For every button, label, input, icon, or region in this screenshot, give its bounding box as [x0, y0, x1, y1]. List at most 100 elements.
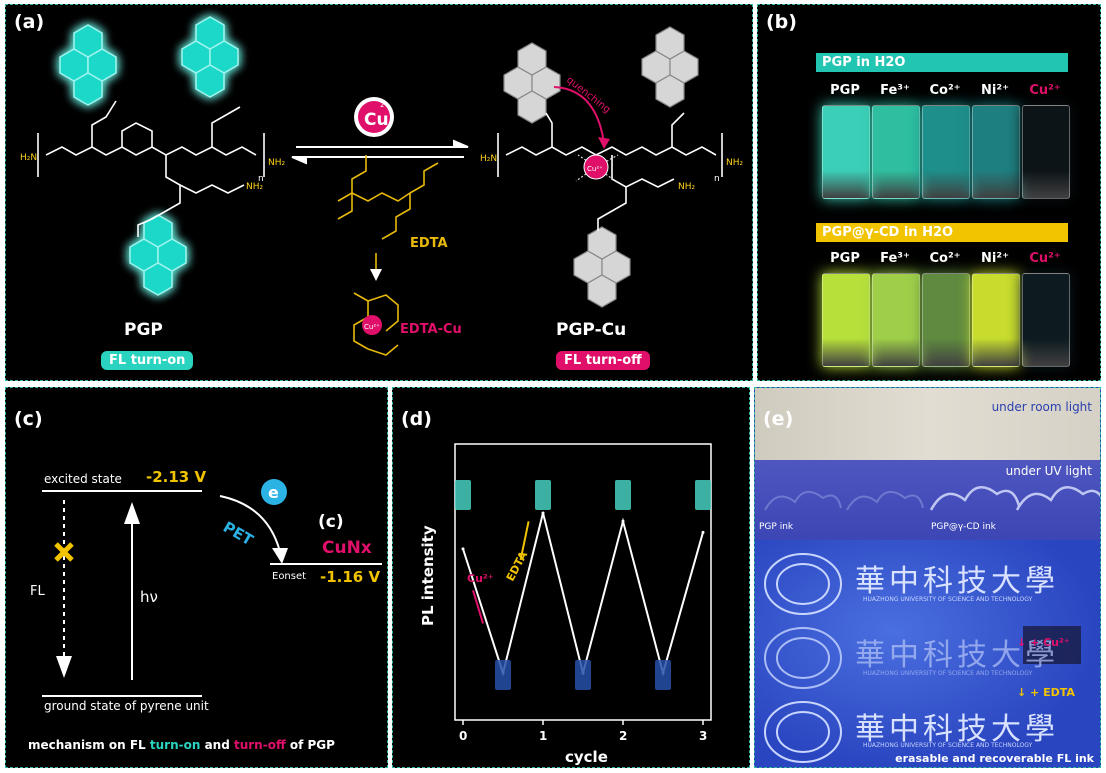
- univ-name-en-2: HUAZHONG UNIVERSITY OF SCIENCE AND TECHN…: [863, 670, 1033, 677]
- univ-name-cn-2: 華中科技大學: [855, 638, 1059, 673]
- svg-text:Cu: Cu: [364, 110, 389, 130]
- bottom-vial-4: [1022, 273, 1070, 367]
- svg-text:H₂N: H₂N: [480, 154, 497, 164]
- bottom-thumb-vial-0: [495, 660, 511, 690]
- x-tick-label-1: 1: [539, 729, 547, 743]
- bottom-label-3: Ni²⁺: [981, 251, 1009, 266]
- top-label-2: Co²⁺: [929, 83, 961, 98]
- uv-light-label: under UV light: [1005, 464, 1092, 478]
- svg-text:n: n: [714, 174, 720, 184]
- bottom-vial-3: [972, 273, 1020, 367]
- svg-text:Cu²⁺: Cu²⁺: [587, 165, 603, 173]
- quenching-arrow: [553, 86, 605, 144]
- ink-panel: [755, 540, 1100, 767]
- svg-text:EDTA: EDTA: [410, 236, 448, 251]
- svg-text:EDTA-Cu: EDTA-Cu: [400, 322, 462, 337]
- top-thumb-vial-0: [455, 480, 471, 510]
- plus-cu-text: + Cu²⁺: [1030, 636, 1070, 649]
- bottom-label-1: Fe³⁺: [880, 251, 910, 266]
- edta-arrow: [519, 521, 530, 561]
- bottom-vial-2: [922, 273, 970, 367]
- uv-light-strip: [755, 460, 1100, 540]
- pyrene-grey-1: [503, 42, 561, 124]
- mechanism-text-2: and: [200, 738, 234, 752]
- pl-point-2: [541, 511, 545, 515]
- panel-e: (e) under room light under UV light PGP …: [754, 387, 1101, 768]
- pgp-cu-backbone: [497, 112, 723, 231]
- bottom-thumb-vial-1: [575, 660, 591, 690]
- pgp-cu-name: PGP-Cu: [556, 320, 626, 340]
- eonset-voltage: -1.16 V: [320, 568, 381, 586]
- cu-center: [583, 154, 609, 180]
- top-label-1: Fe³⁺: [880, 83, 910, 98]
- pgp-ink-label: PGP ink: [759, 522, 794, 532]
- svg-text:2+: 2+: [380, 101, 390, 109]
- svg-text:NH₂: NH₂: [678, 182, 696, 192]
- mechanism-text-1: mechanism on FL: [28, 738, 150, 752]
- pgpcd-water-title: PGP@γ-CD in H2O: [816, 223, 1068, 242]
- svg-text:e: e: [268, 483, 279, 502]
- svg-text:H₂N: H₂N: [20, 153, 37, 163]
- pgp-backbone: [37, 100, 265, 237]
- cu-arrow: [472, 589, 484, 624]
- bottom-label-2: Co²⁺: [929, 251, 961, 266]
- panel-b-label: (b): [766, 11, 797, 33]
- top-vial-0: [822, 105, 870, 199]
- pl-point-6: [701, 530, 705, 534]
- top-vial-2: [922, 105, 970, 199]
- pyrene-glow-2: [181, 16, 239, 98]
- fl-turn-off-tag: FL turn-off: [556, 351, 650, 370]
- cu-annotation: Cu²⁺: [467, 572, 494, 585]
- top-label-0: PGP: [830, 83, 860, 98]
- plus-edta-text: + EDTA: [1030, 686, 1075, 699]
- edta-cu-complex: Cu²⁺: [353, 292, 399, 356]
- x-axis-label: cycle: [565, 748, 608, 766]
- x-tick-label-2: 2: [619, 729, 627, 743]
- bottom-vial-1: [872, 273, 920, 367]
- pgpcd-ink-label: PGP@γ-CD ink: [931, 522, 996, 532]
- top-label-3: Ni²⁺: [981, 83, 1009, 98]
- x-tick-label-3: 3: [699, 729, 707, 743]
- top-thumb-vial-3: [695, 480, 711, 510]
- x-tick-label-0: 0: [459, 729, 467, 743]
- univ-name-cn-1: 華中科技大學: [855, 564, 1059, 599]
- fl-turn-on-tag: FL turn-on: [101, 351, 194, 370]
- plus-edta-label: ↓ + EDTA: [1017, 686, 1075, 699]
- blocked-x-icon: [54, 542, 74, 562]
- ink-caption: erasable and recoverable FL ink: [895, 752, 1094, 765]
- edta-structure: [337, 155, 439, 271]
- univ-name-en-1: HUAZHONG UNIVERSITY OF SCIENCE AND TECHN…: [863, 596, 1033, 603]
- top-label-4: Cu²⁺: [1029, 83, 1061, 98]
- eonset-label: Eonset: [272, 571, 307, 582]
- pet-arrow: [219, 495, 281, 553]
- mechanism-text-3: of PGP: [285, 738, 335, 752]
- panel-c-label: (c): [14, 408, 43, 430]
- equilibrium-arrows: [291, 139, 469, 165]
- hv-label: hν: [140, 588, 158, 606]
- electron-icon: [261, 479, 287, 505]
- univ-name-cn-3: 華中科技大學: [855, 712, 1059, 747]
- bottom-vial-0: [822, 273, 870, 367]
- mechanism-caption: mechanism on FL turn-on and turn-off of …: [28, 738, 335, 752]
- top-vial-3: [972, 105, 1020, 199]
- svg-text:quenching: quenching: [564, 75, 612, 116]
- pyrene-grey-3: [573, 226, 631, 308]
- bottom-thumb-vial-2: [655, 660, 671, 690]
- room-light-label: under room light: [991, 400, 1092, 414]
- energy-diagram: e PET: [42, 479, 382, 697]
- svg-text:PET: PET: [220, 518, 257, 550]
- plus-cu-label: ↓ + Cu²⁺: [1017, 636, 1070, 649]
- svg-text:NH₂: NH₂: [726, 158, 744, 168]
- pyrene-grey-2: [641, 26, 699, 108]
- panel-d-label: (d): [401, 408, 432, 430]
- bottom-label-0: PGP: [830, 251, 860, 266]
- top-thumb-vial-1: [535, 480, 551, 510]
- svg-text:Cu²⁺: Cu²⁺: [364, 323, 380, 331]
- top-thumb-vial-2: [615, 480, 631, 510]
- bottom-label-4: Cu²⁺: [1029, 251, 1061, 266]
- svg-text:NH₂: NH₂: [246, 182, 264, 192]
- panel-e-label: (e): [763, 408, 794, 430]
